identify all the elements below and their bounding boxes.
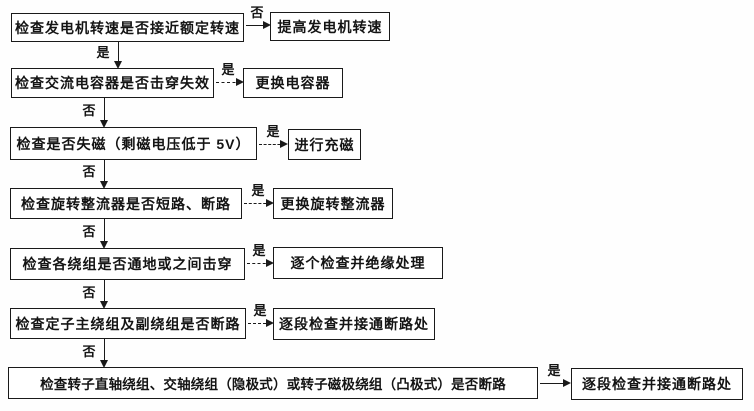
branch-arrow-7 [540,379,571,388]
branch-label-5: 是 [252,243,266,258]
down-arrow-4 [100,219,109,249]
action-box-4: 更换旋转整流器 [273,188,393,219]
down-label-2: 否 [82,103,96,118]
branch-arrow-5 [247,259,274,268]
question-box-1: 检查发电机转速是否接近额定转速 [11,13,244,42]
question-box-4: 检查旋转整流器是否短路、断路 [10,188,242,219]
branch-arrow-6 [248,319,274,328]
down-label-1: 是 [96,45,110,60]
question-box-6: 检查定子主绕组及副绕组是否断路 [10,308,246,339]
question-box-7: 检查转子直轴绕组、交轴绕组（隐极式）或转子磁极绕组（凸极式）是否断路 [8,367,538,399]
branch-arrow-3 [259,140,288,149]
action-box-6: 逐段检查并接通断路处 [273,308,435,340]
down-label-4: 否 [82,224,96,239]
branch-label-7: 是 [547,363,561,378]
down-arrow-6 [100,339,109,368]
action-box-5: 逐个检查并绝缘处理 [273,247,443,279]
branch-label-4: 是 [251,183,265,198]
down-arrow-1 [114,42,123,69]
down-label-3: 否 [82,164,96,179]
branch-arrow-1 [246,21,271,30]
action-box-2: 更换电容器 [243,68,343,98]
down-label-5: 否 [82,285,96,300]
question-box-5: 检查各绕组是否通地或之间击穿 [10,248,245,280]
action-box-7: 逐段检查并接通断路处 [571,368,743,400]
action-box-1: 提高发电机转速 [270,12,390,41]
down-arrow-3 [100,160,109,189]
branch-label-2: 是 [221,62,235,77]
branch-label-6: 是 [253,303,267,318]
branch-arrow-4 [244,199,274,208]
branch-arrow-2 [216,78,244,87]
down-label-6: 否 [82,344,96,359]
branch-label-3: 是 [266,124,280,139]
question-box-2: 检查交流电容器是否击穿失效 [11,68,214,98]
action-box-3: 进行充磁 [288,129,361,160]
down-arrow-2 [100,98,109,128]
down-arrow-5 [100,280,109,309]
branch-label-1: 否 [250,5,264,20]
question-box-3: 检查是否失磁（剩磁电压低于 5V） [10,127,257,160]
